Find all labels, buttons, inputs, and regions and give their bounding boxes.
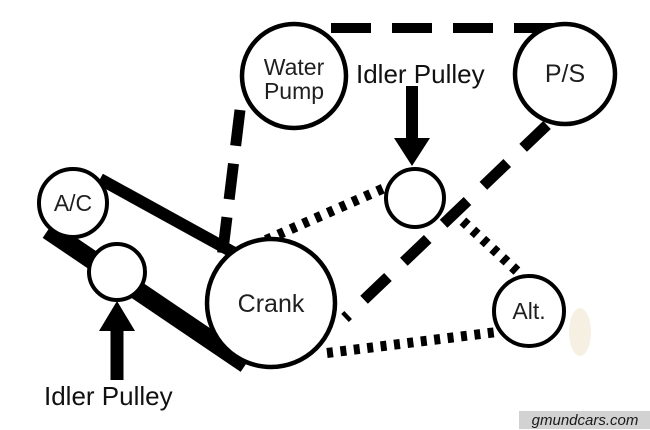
belt-solid-lower-strand [42,222,252,372]
idler-upper-pulley [384,167,446,229]
paper-smudge [569,308,591,356]
crank-pulley [204,236,338,370]
alternator-pulley [492,274,566,348]
watermark: gmundcars.com [519,411,650,429]
water-pump-pulley [239,21,349,131]
alternator-label: Alt. [512,298,545,324]
idler-upper-callout-label: Idler Pulley [356,59,485,89]
belt-dashed-waterpump-crank [216,109,246,259]
idler-upper-callout-arrow [394,86,430,166]
belt-dotted-crank-alt [326,327,498,358]
idler-lower-pulley [87,242,147,302]
idler-lower-callout-arrow [99,301,135,380]
belt-solid-upper-strand [97,173,241,261]
ac-compressor-label: A/C [54,190,92,216]
ac-compressor-pulley [37,167,109,239]
arrow-head-down-icon [394,138,430,166]
crank-label: Crank [238,290,305,318]
watermark-band [519,411,650,429]
power-steering-label: P/S [545,60,585,88]
belt-dashed-ps-crank [341,121,551,322]
arrow-head-up-icon [99,301,135,331]
power-steering-pulley [512,21,618,127]
watermark-text: gmundcars.com [532,412,639,429]
belt-dotted-idler-alt [449,208,523,277]
water-pump-label-line2: Pump [264,78,324,104]
idler-lower-callout-label: Idler Pulley [44,381,173,411]
water-pump-label-line1: Water [264,54,325,80]
belt-dotted-crank-idler [263,181,392,245]
